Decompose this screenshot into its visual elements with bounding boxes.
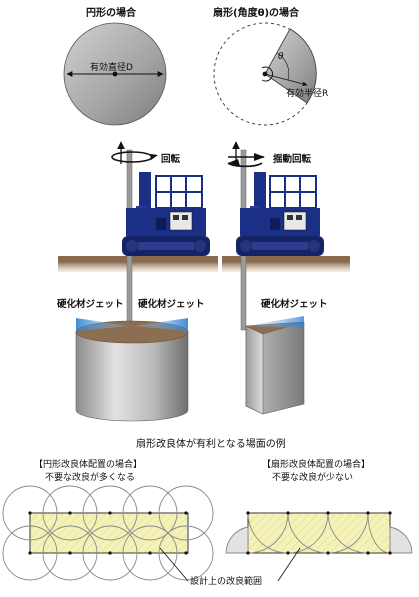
radius-line <box>264 73 308 87</box>
swing-arc <box>261 66 274 82</box>
sector-plan-view <box>213 22 317 126</box>
sector-layout-note: 不要な改良が少ない <box>272 473 354 483</box>
circular-layout-diagram <box>2 485 214 581</box>
circle-case-title: 円形の場合 <box>86 8 136 19</box>
effective-diameter-label: 有効直径D <box>90 63 133 73</box>
sector-improved-body <box>245 316 305 415</box>
circular-layout-header: 【円形改良体配置の場合】 <box>34 460 143 470</box>
design-range-label: 設計上の改良範囲 <box>190 577 263 587</box>
theta-arc <box>276 52 290 81</box>
jet-label-left-1: 硬化材ジェット <box>57 299 124 310</box>
effective-radius-label: 有効半径R <box>286 89 329 99</box>
jet-label-right: 硬化材ジェット <box>261 299 328 310</box>
circle-plan-view <box>63 22 167 126</box>
sector-case-title: 扇形(角度θ)の場合 <box>213 8 300 19</box>
sector-layout-header: 【扇形改良体配置の場合】 <box>262 460 371 470</box>
center-dot <box>112 71 118 77</box>
jet-grouting-machine-left <box>111 141 210 331</box>
jet-grouting-machine-right <box>227 141 324 331</box>
cylindrical-improved-body <box>75 318 189 422</box>
ground-surface <box>58 256 350 272</box>
design-range-leaders <box>159 547 301 582</box>
theta-label: θ <box>278 52 284 62</box>
sector-layout-diagram <box>225 511 413 555</box>
bottom-caption: 扇形改良体が有利となる場面の例 <box>136 439 286 450</box>
rotate-label: 回転 <box>161 154 181 165</box>
jet-label-left-2: 硬化材ジェット <box>138 299 205 310</box>
circular-layout-note: 不要な改良が多くなる <box>45 473 136 483</box>
swing-rotate-label: 揺動回転 <box>273 154 312 165</box>
